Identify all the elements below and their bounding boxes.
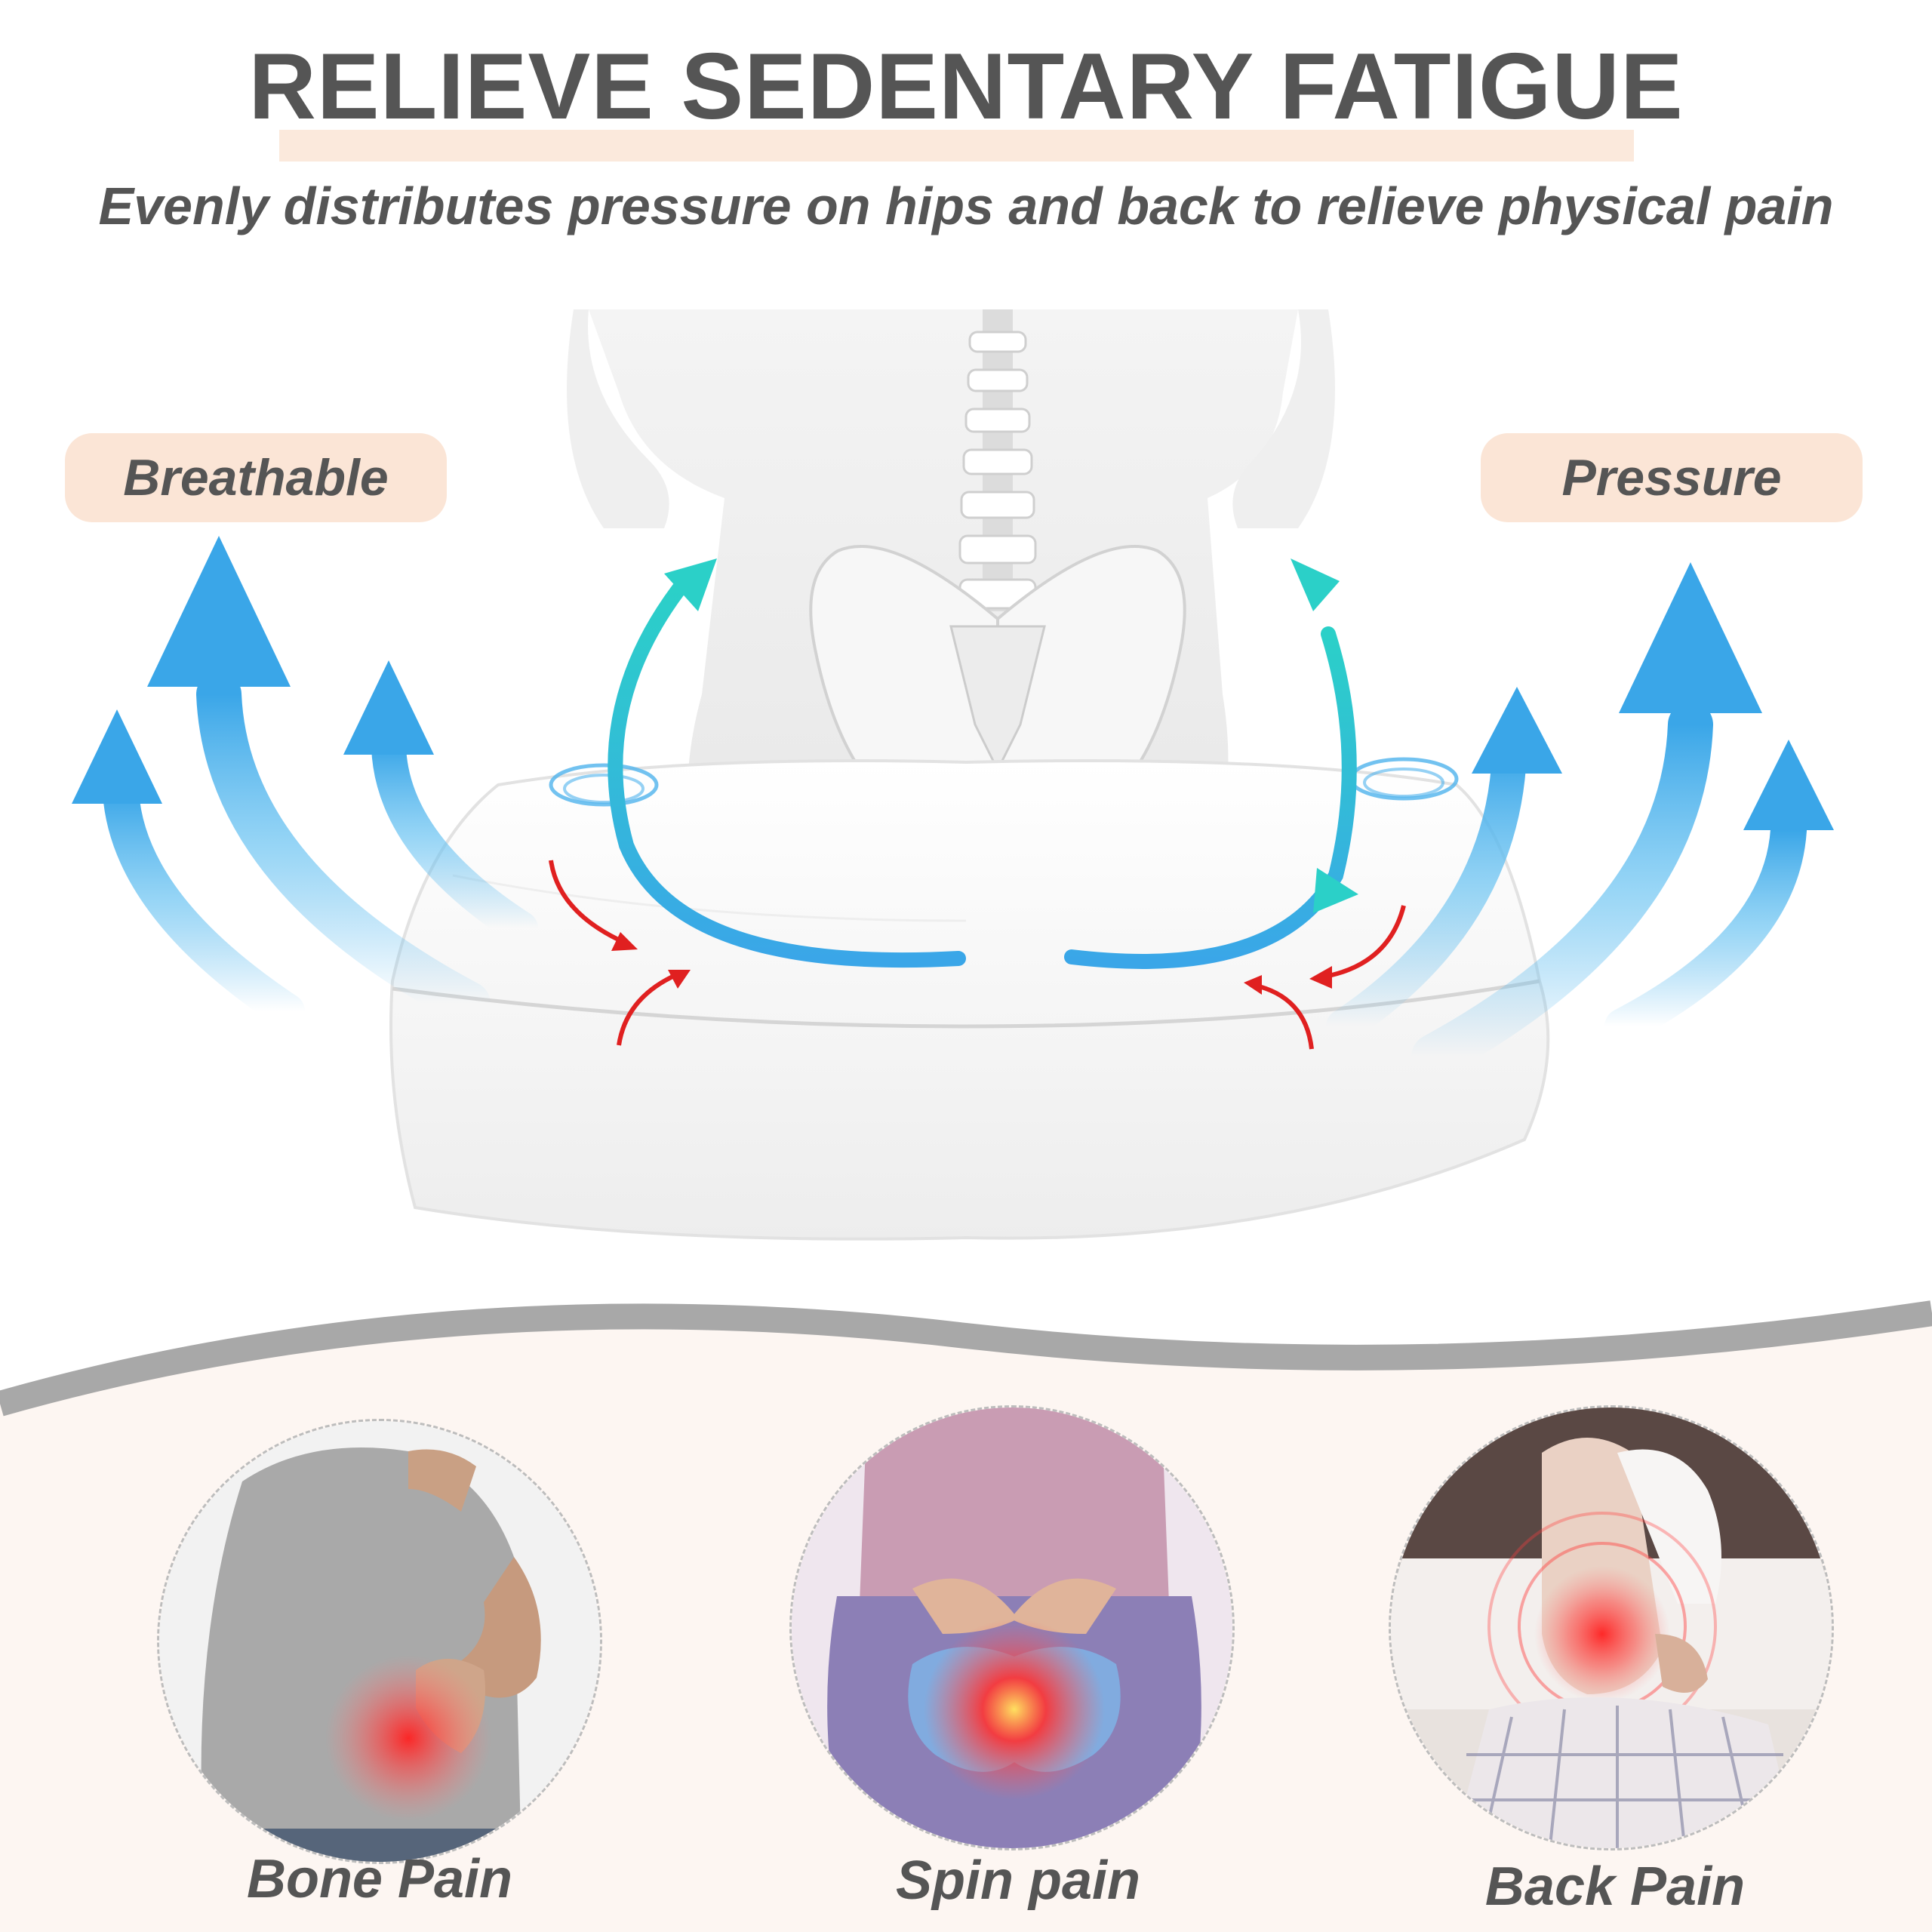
breathable-badge: Breathable bbox=[65, 433, 447, 522]
airflow-arrow-left-3 bbox=[343, 660, 538, 946]
back-pain-label: Back Pain bbox=[1484, 1857, 1746, 1917]
pressure-arrow-right-upper bbox=[1309, 905, 1406, 989]
airflow-arrow-left-2 bbox=[147, 536, 491, 1026]
airflow-arrow-left-1 bbox=[72, 709, 305, 1029]
pressure-arrow-left-lower bbox=[617, 970, 691, 1046]
page-subtitle: Evenly distributes pressure on hips and … bbox=[98, 177, 1834, 235]
spin-pain-label: Spin pain bbox=[896, 1850, 1140, 1911]
page-title: RELIEVE SEDENTARY FATIGUE bbox=[248, 35, 1684, 139]
circulation-arrow-right bbox=[1064, 558, 1358, 969]
airflow-arrow-right-2 bbox=[1411, 562, 1762, 1079]
title-highlight bbox=[279, 130, 1634, 162]
hero-illustration bbox=[0, 302, 1932, 1283]
circulation-arrow-left bbox=[608, 558, 966, 968]
bone-pain-photo bbox=[157, 1419, 602, 1864]
spine-icon bbox=[958, 309, 1037, 611]
airflow-arrow-right-1 bbox=[1326, 687, 1562, 1044]
airflow-arrow-right-3 bbox=[1604, 740, 1834, 1044]
spin-pain-photo bbox=[789, 1405, 1235, 1850]
back-pain-photo bbox=[1389, 1405, 1834, 1850]
bone-pain-label: Bone Pain bbox=[246, 1849, 513, 1909]
pressure-badge: Pressure bbox=[1481, 433, 1863, 522]
header: RELIEVE SEDENTARY FATIGUE bbox=[0, 30, 1932, 162]
cushion-diagram bbox=[72, 309, 1834, 1241]
pressure-arrow-right-lower bbox=[1244, 975, 1314, 1050]
rotation-ring-left bbox=[549, 763, 659, 807]
pressure-arrow-left-upper bbox=[549, 860, 638, 951]
